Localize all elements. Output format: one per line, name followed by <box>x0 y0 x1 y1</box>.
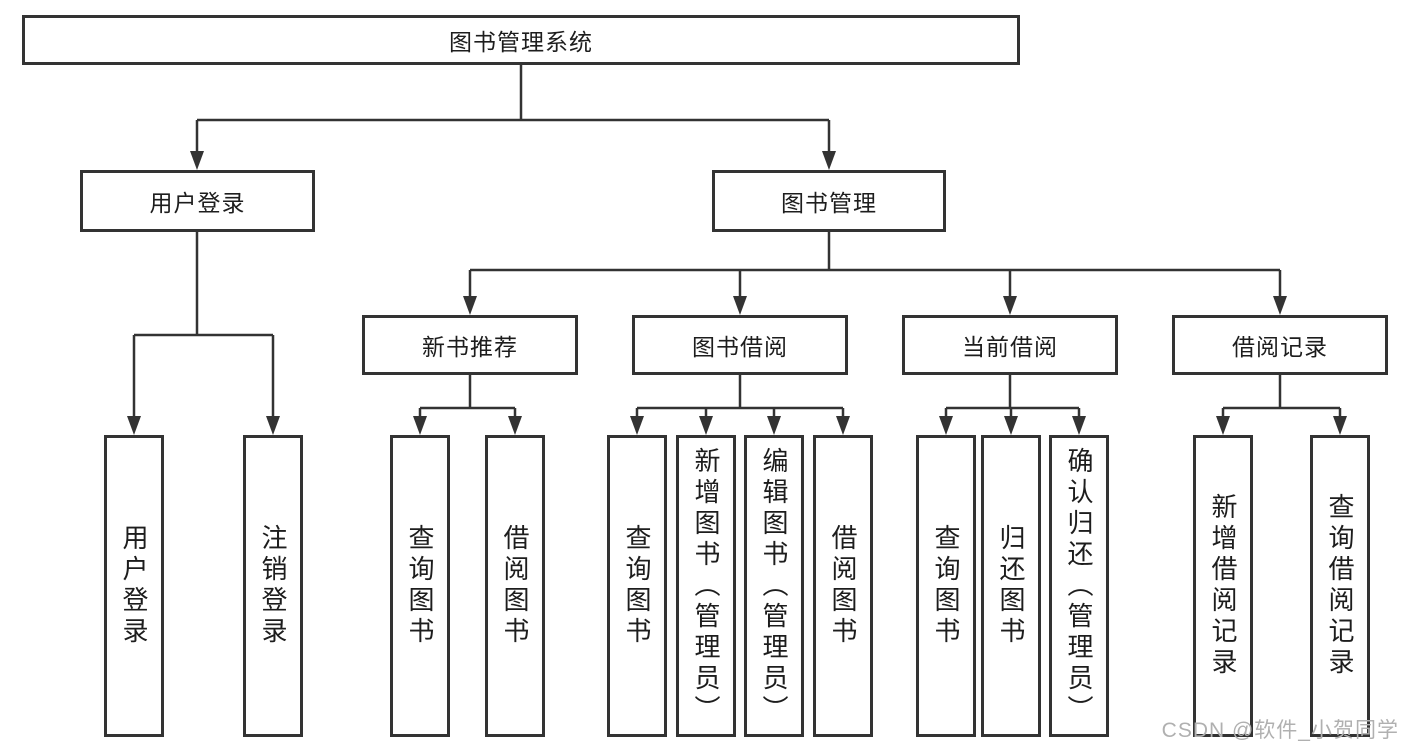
node-user-login: 用户登录 <box>80 170 315 232</box>
node-library-management-system: 图书管理系统 <box>22 15 1020 65</box>
leaf-query-books-borrowing: 查询图书 <box>607 435 667 737</box>
node-book-management: 图书管理 <box>712 170 946 232</box>
connector-borrowing-records-to-leaves <box>1216 375 1347 435</box>
node-label: 用户登录 <box>149 190 246 216</box>
node-current-borrowing: 当前借阅 <box>902 315 1118 375</box>
connector-current-borrowing-to-leaves <box>939 375 1086 435</box>
node-label: 查询图书 <box>931 524 961 648</box>
node-label: 图书管理系统 <box>449 29 593 55</box>
leaf-user-login: 用户登录 <box>104 435 164 737</box>
node-label: 确认归还（管理员） <box>1064 446 1094 726</box>
leaf-edit-books-admin: 编辑图书（管理员） <box>744 435 804 737</box>
leaf-query-borrow-record: 查询借阅记录 <box>1310 435 1370 737</box>
node-label: 图书管理 <box>781 190 877 216</box>
node-label: 借阅记录 <box>1232 334 1328 360</box>
csdn-watermark: CSDN @软件_小贺同学 <box>1161 719 1399 742</box>
leaf-logout: 注销登录 <box>243 435 303 737</box>
node-label: 借阅图书 <box>828 524 858 648</box>
node-label: 查询图书 <box>405 524 435 648</box>
node-label: 编辑图书（管理员） <box>759 446 789 726</box>
node-label: 新增借阅记录 <box>1208 493 1238 679</box>
node-borrowing-records: 借阅记录 <box>1172 315 1388 375</box>
leaf-return-books: 归还图书 <box>981 435 1041 737</box>
node-label: 查询借阅记录 <box>1325 493 1355 679</box>
node-book-borrowing: 图书借阅 <box>632 315 848 375</box>
leaf-query-books-recommend: 查询图书 <box>390 435 450 737</box>
connector-book-borrowing-to-leaves <box>630 375 850 435</box>
node-label: 用户登录 <box>119 524 149 648</box>
connector-new-book-recommend-to-leaves <box>413 375 522 435</box>
node-label: 当前借阅 <box>962 334 1058 360</box>
node-label: 新增图书（管理员） <box>691 446 721 726</box>
leaf-borrow-books-recommend: 借阅图书 <box>485 435 545 737</box>
leaf-query-books-current: 查询图书 <box>916 435 976 737</box>
node-label: 注销登录 <box>258 524 288 648</box>
node-new-book-recommend: 新书推荐 <box>362 315 578 375</box>
node-label: 借阅图书 <box>500 524 530 648</box>
node-label: 归还图书 <box>996 524 1026 648</box>
connector-user-login-to-leaves <box>127 232 280 435</box>
leaf-confirm-return-admin: 确认归还（管理员） <box>1049 435 1109 737</box>
leaf-add-borrow-record: 新增借阅记录 <box>1193 435 1253 737</box>
node-label: 图书借阅 <box>692 334 788 360</box>
node-label: 新书推荐 <box>422 334 518 360</box>
connector-root-to-level2 <box>190 65 836 170</box>
node-label: 查询图书 <box>622 524 652 648</box>
leaf-add-books-admin: 新增图书（管理员） <box>676 435 736 737</box>
connector-book-management-to-level3 <box>463 232 1287 315</box>
leaf-borrow-books: 借阅图书 <box>813 435 873 737</box>
